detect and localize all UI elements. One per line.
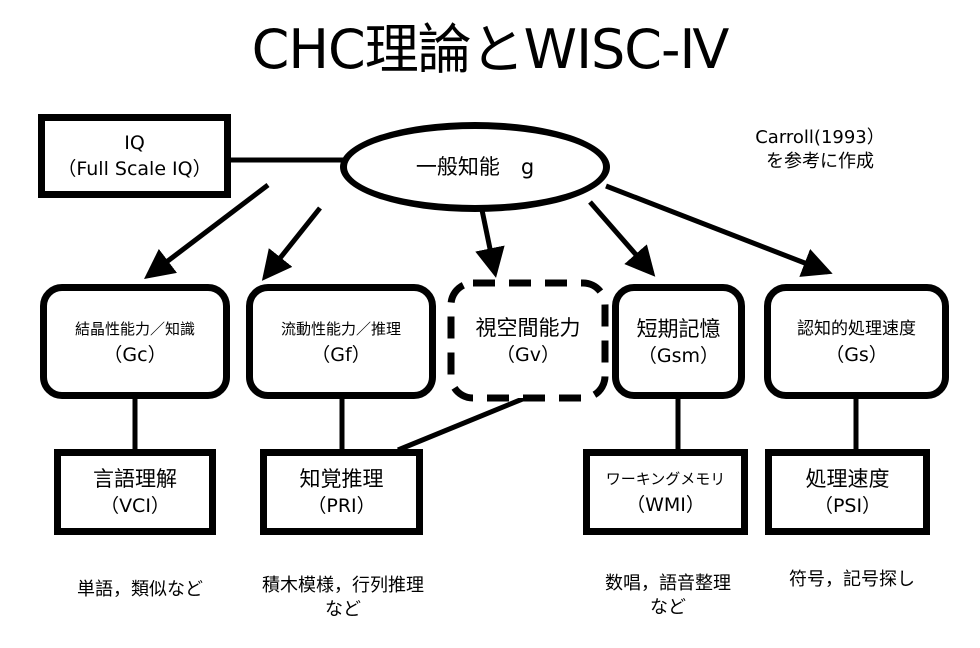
index-name: ワーキングメモリ <box>605 470 726 488</box>
example-line: 数唱，語音整理 <box>605 573 731 594</box>
ability-name: 短期記憶 <box>636 316 721 341</box>
index-pri: 知覚推理 （PRI） <box>260 449 423 535</box>
ability-name: 認知的処理速度 <box>797 318 916 339</box>
g-label: 一般知能 g <box>415 155 535 179</box>
ability-gv: 視空間能力 （Gv） <box>451 283 605 398</box>
index-code: （PSI） <box>813 495 882 517</box>
arrow-g-gv <box>475 209 505 278</box>
index-name: 知覚推理 <box>299 467 384 491</box>
index-wmi: ワーキングメモリ （WMI） <box>583 449 748 535</box>
iq-sublabel: （Full Scale IQ） <box>57 158 212 180</box>
example-line: 符号，記号探し <box>789 569 915 590</box>
ability-code: （Gsm） <box>637 344 720 367</box>
examples-vci: 単語，類似など <box>55 578 225 602</box>
ability-name: 流動性能力／推理 <box>280 319 401 338</box>
edge-gv-pri <box>397 395 526 453</box>
index-vci: 言語理解 （VCI） <box>54 449 216 535</box>
ability-code: （Gs） <box>825 343 888 366</box>
index-name: 処理速度 <box>805 467 890 491</box>
index-code: （PRI） <box>307 495 376 517</box>
example-line: 単語，類似など <box>77 579 203 600</box>
ability-code: （Gc） <box>103 343 167 366</box>
ability-gs: 認知的処理速度 （Gs） <box>764 284 949 399</box>
arrow-g-gsm <box>588 200 656 277</box>
general-intelligence-ellipse: 一般知能 g <box>340 122 610 212</box>
arrow-g-gs <box>605 183 833 277</box>
ability-code: （Gf） <box>311 343 371 366</box>
iq-label: IQ <box>124 132 145 154</box>
index-code: （WMI） <box>626 494 705 516</box>
ability-gc: 結晶性能力／知識 （Gc） <box>40 284 230 399</box>
citation-note: Carroll(1993） を参考に作成 <box>725 126 915 174</box>
page-title: CHC理論とWISC-Ⅳ <box>251 18 730 81</box>
example-line: 積木模様，行列推理 <box>262 575 424 596</box>
ability-gf: 流動性能力／推理 （Gf） <box>246 284 436 399</box>
ability-gsm: 短期記憶 （Gsm） <box>612 284 745 399</box>
examples-psi: 符号，記号探し <box>772 568 932 592</box>
index-name: 言語理解 <box>93 467 177 491</box>
example-line: など <box>650 597 686 618</box>
ability-name: 結晶性能力／知識 <box>74 319 195 338</box>
citation-line2: を参考に作成 <box>766 151 874 172</box>
examples-wmi: 数唱，語音整理 など <box>578 572 758 620</box>
example-line: など <box>325 599 361 620</box>
citation-line1: Carroll(1993） <box>755 127 885 148</box>
gv-dashed-border <box>447 279 609 402</box>
index-code: （VCI） <box>100 495 170 517</box>
ability-code: （Gv） <box>496 343 560 366</box>
examples-pri: 積木模様，行列推理 など <box>238 574 448 622</box>
ability-name: 視空間能力 <box>475 315 581 340</box>
arrow-g-gc <box>144 183 270 280</box>
arrow-g-gf <box>261 206 322 281</box>
iq-box: IQ （Full Scale IQ） <box>38 114 231 198</box>
index-psi: 処理速度 （PSI） <box>765 449 930 535</box>
